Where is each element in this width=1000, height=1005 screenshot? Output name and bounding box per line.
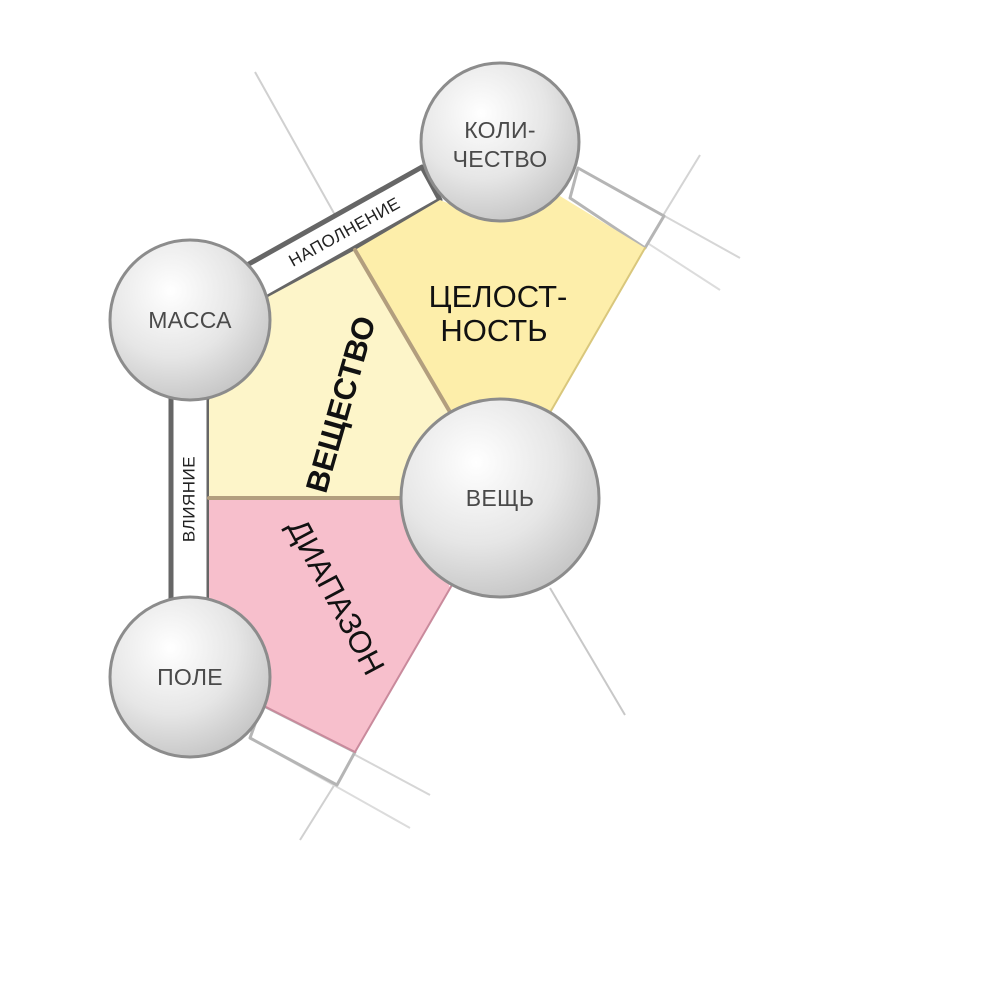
border-diapazon-outer — [354, 584, 453, 753]
node-veshch-label: ВЕЩЬ — [466, 485, 535, 511]
border-diapazon-bottom — [261, 704, 356, 753]
border-celostnost-outer — [547, 247, 646, 417]
node-massa-label: МАССА — [148, 307, 232, 333]
region-celostnost-label-line2: НОСТЬ — [440, 313, 547, 348]
band-vliyanie-label: ВЛИЯНИЕ — [179, 456, 198, 542]
node-kolichestvo[interactable] — [419, 61, 581, 223]
border-veshchestvo-celostnost — [353, 248, 452, 414]
node-kolichestvo-label-line1: КОЛИ- — [464, 117, 536, 143]
guide-line-top-left — [254, 71, 336, 216]
region-celostnost-shape — [355, 196, 645, 412]
node-kolichestvo-label-line2: ЧЕСТВО — [453, 146, 548, 172]
node-pole-label: ПОЛЕ — [157, 664, 223, 690]
region-celostnost-label-line1: ЦЕЛОСТ- — [429, 279, 568, 314]
node-pole[interactable] — [108, 595, 272, 759]
node-labels: КОЛИ- ЧЕСТВО МАССА ВЕЩЬ ПОЛЕ — [148, 117, 547, 690]
node-veshch[interactable] — [399, 397, 601, 599]
region-borders — [207, 247, 646, 753]
node-massa[interactable] — [108, 238, 272, 402]
nodes — [108, 61, 601, 759]
guide-line-lower-right — [549, 587, 626, 716]
